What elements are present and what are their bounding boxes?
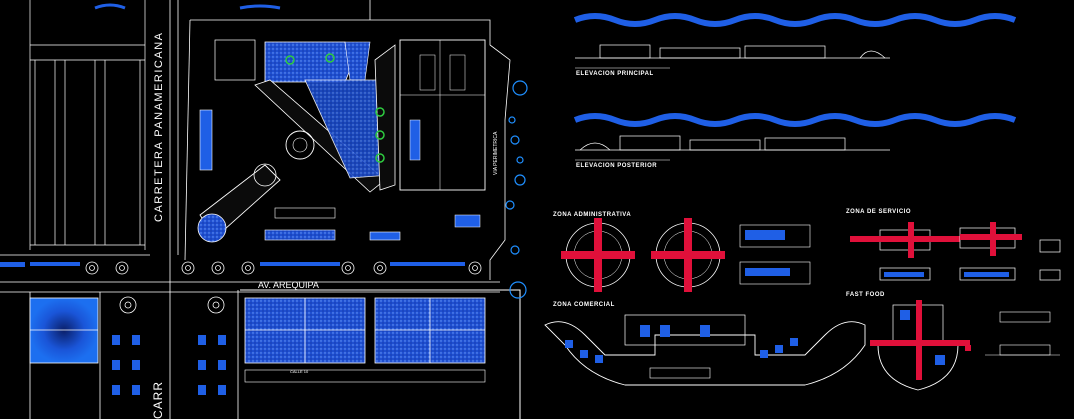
- parking-grid: [0, 0, 150, 256]
- parking-blocks: [29, 297, 486, 395]
- elevation-posterior-title: ELEVACION POSTERIOR: [576, 163, 657, 169]
- avenue-label: AV. AREQUIPA: [258, 280, 319, 290]
- zone-admin-title: ZONA ADMINISTRATIVA: [553, 212, 631, 218]
- zone-service-plans: [850, 222, 1061, 281]
- highway-label: CARRETERA PANAMERICANA: [153, 32, 165, 223]
- highway-partial-label: CARR: [151, 381, 165, 419]
- building-complex: [94, 3, 486, 243]
- zone-fastfood-title: FAST FOOD: [846, 292, 885, 298]
- trees: [505, 80, 528, 299]
- elevation-posterior: [573, 113, 1017, 161]
- street-label: CALLE 10: [290, 369, 309, 374]
- zone-commercial-title: ZONA COMERCIAL: [553, 302, 615, 308]
- elevation-principal-title: ELEVACION PRINCIPAL: [576, 71, 654, 77]
- avenue-markings: [0, 262, 465, 267]
- zone-fastfood-plan: [870, 300, 1060, 391]
- elevation-principal: [573, 13, 1017, 69]
- roundabouts: [85, 261, 482, 314]
- zone-commercial-plan: [544, 314, 866, 386]
- zone-service-title: ZONA DE SERVICIO: [846, 209, 911, 215]
- zone-admin-plans: [561, 218, 811, 292]
- side-road-label: VIA PERIMETRICA: [493, 131, 499, 175]
